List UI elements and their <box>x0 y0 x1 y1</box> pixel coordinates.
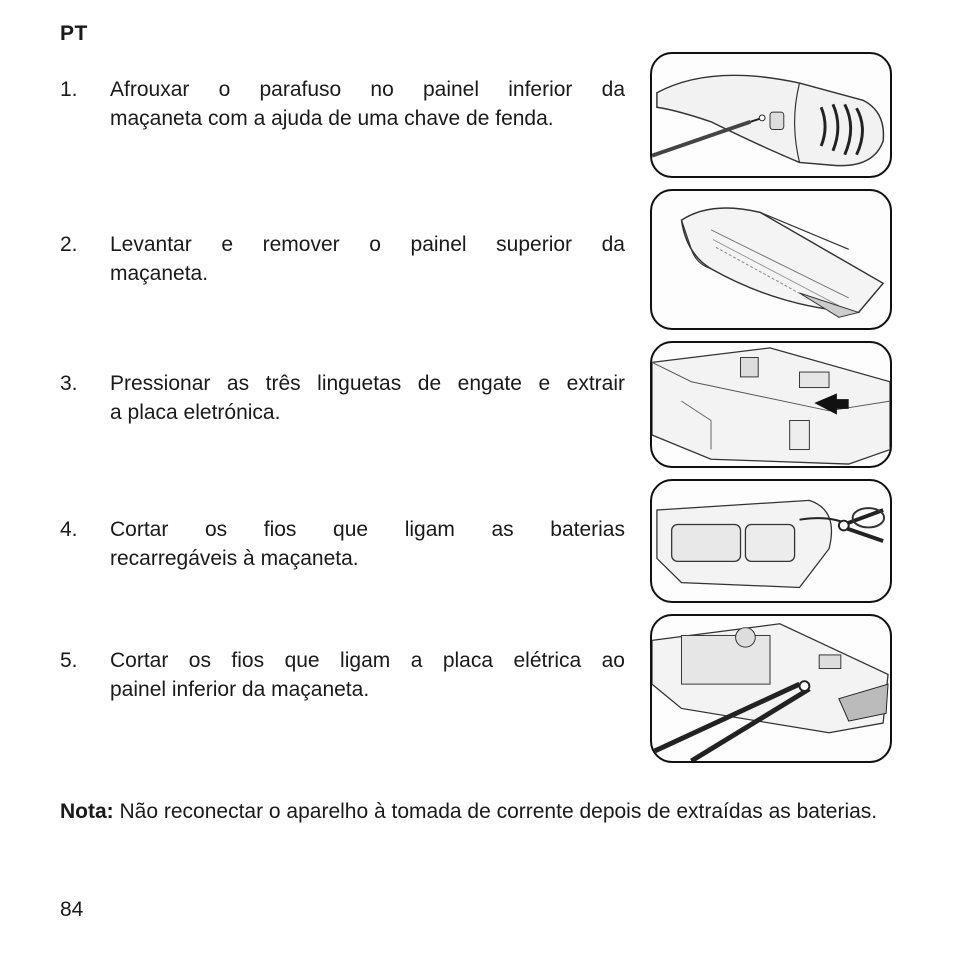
step-text-line: maçaneta com a ajuda de uma chave de fen… <box>110 107 554 130</box>
step-number: 3. <box>60 372 78 395</box>
step-text-line: maçaneta. <box>110 262 209 285</box>
step-text-line: Afrouxar o parafuso no painel inferior d… <box>110 78 625 101</box>
step-5: 5. Cortar os fios que ligam a placa elét… <box>60 646 625 704</box>
language-code: PT <box>60 22 88 45</box>
step-number: 2. <box>60 233 78 256</box>
illustration-step-3 <box>650 341 892 468</box>
step-text-line: Levantar e remover o painel superior da <box>110 233 625 256</box>
step-text-line: Pressionar as três linguetas de engate e… <box>110 372 625 395</box>
step-4: 4. Cortar os fios que ligam as baterias … <box>60 515 625 573</box>
note: Nota: Não reconectar o aparelho à tomada… <box>60 797 895 827</box>
note-text: Não reconectar o aparelho à tomada de co… <box>113 800 878 823</box>
page-number: 84 <box>60 898 84 921</box>
step-text-line: Cortar os fios que ligam a placa elétric… <box>110 649 625 672</box>
step-number: 5. <box>60 649 78 672</box>
step-text-line: painel inferior da maçaneta. <box>110 678 370 701</box>
step-2: 2. Levantar e remover o painel superior … <box>60 230 625 288</box>
illustration-step-5 <box>650 614 892 763</box>
step-text-line: recarregáveis à maçaneta. <box>110 547 359 570</box>
step-3: 3. Pressionar as três linguetas de engat… <box>60 369 625 427</box>
step-text-line: a placa eletrónica. <box>110 401 281 424</box>
step-number: 1. <box>60 78 78 101</box>
note-label: Nota: <box>60 800 114 823</box>
step-number: 4. <box>60 518 78 541</box>
illustration-step-4 <box>650 479 892 603</box>
step-text-line: Cortar os fios que ligam as baterias <box>110 518 625 541</box>
illustration-step-2 <box>650 189 892 330</box>
illustration-step-1 <box>650 52 892 178</box>
step-1: 1. Afrouxar o parafuso no painel inferio… <box>60 75 625 133</box>
